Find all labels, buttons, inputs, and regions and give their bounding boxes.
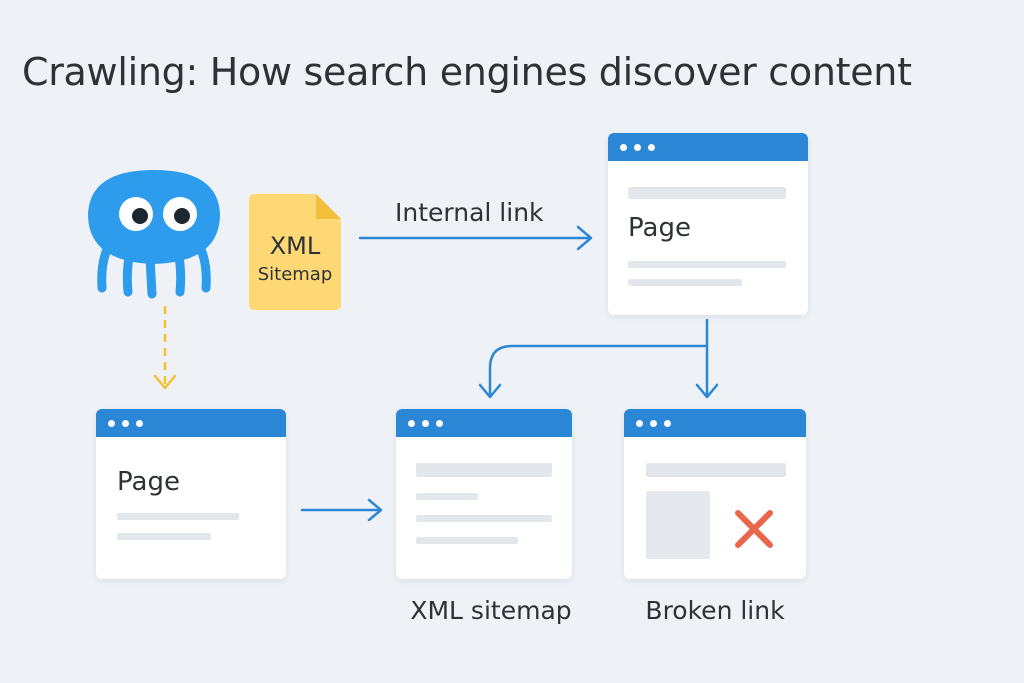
dashed-arrow-icon	[153, 306, 177, 390]
crawler-bot-icon	[88, 170, 220, 299]
window-dots-icon	[620, 144, 655, 151]
xml-document-icon	[249, 194, 341, 310]
crawler-pupil-icon	[174, 208, 190, 224]
placeholder-line	[117, 513, 239, 520]
placeholder-line	[628, 187, 786, 199]
placeholder-line	[416, 515, 552, 522]
top-page-title: Page	[628, 213, 691, 243]
sitemap-doc-line2: Sitemap	[257, 264, 333, 285]
crawler-pupil-icon	[132, 208, 148, 224]
window-title-bar	[624, 409, 806, 437]
sitemap-window	[396, 409, 572, 579]
placeholder-line	[117, 533, 211, 540]
left-page-window: Page	[96, 409, 286, 579]
broken-x-icon	[735, 510, 773, 548]
branch-arrow-icon	[478, 318, 719, 399]
internal-link-arrow-icon	[358, 225, 593, 251]
window-title-bar	[96, 409, 286, 437]
internal-link-label: Internal link	[395, 198, 544, 227]
placeholder-line	[628, 279, 742, 286]
placeholder-line	[628, 261, 786, 268]
broken-link-caption: Broken link	[645, 596, 785, 625]
placeholder-line	[646, 463, 786, 477]
left-page-title: Page	[117, 467, 180, 497]
crawler-body-icon	[88, 170, 220, 264]
window-title-bar	[608, 133, 808, 161]
top-page-window: Page	[608, 133, 808, 315]
crawler-leg-icon	[145, 253, 157, 299]
window-title-bar	[396, 409, 572, 437]
window-dots-icon	[408, 420, 443, 427]
broken-link-window	[624, 409, 806, 579]
placeholder-line	[416, 493, 478, 500]
window-dots-icon	[636, 420, 671, 427]
window-dots-icon	[108, 420, 143, 427]
sitemap-doc-line1: XML	[269, 232, 321, 260]
placeholder-line	[416, 463, 552, 477]
image-placeholder	[646, 491, 710, 559]
page-title: Crawling: How search engines discover co…	[22, 50, 912, 94]
sitemap-caption: XML sitemap	[410, 596, 572, 625]
placeholder-line	[416, 537, 518, 544]
page-to-sitemap-arrow-icon	[300, 498, 383, 522]
